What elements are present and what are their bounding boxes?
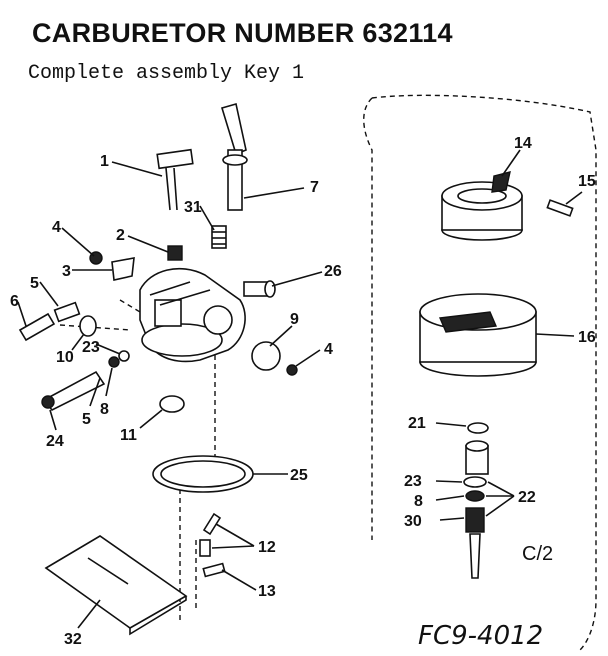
part-5-spring-upper xyxy=(53,301,81,323)
callout-14: 14 xyxy=(514,135,532,152)
page-code: C/2 xyxy=(522,543,553,565)
part-21-washer xyxy=(467,422,489,434)
part-22-inlet-seat-assembly xyxy=(463,440,489,533)
callout-16: 16 xyxy=(578,329,596,346)
callout-12: 12 xyxy=(258,539,276,556)
part-9-plate xyxy=(251,341,281,371)
part-4-screw-right xyxy=(286,364,298,376)
part-13-pin xyxy=(202,562,226,578)
callout-21: 21 xyxy=(408,415,426,432)
part-31-spring xyxy=(211,225,227,249)
page-title: CARBURETOR NUMBER 632114 xyxy=(32,18,453,48)
callout-5: 5 xyxy=(30,275,39,292)
page-subtitle: Complete assembly Key 1 xyxy=(28,62,305,85)
callout-5-lower: 5 xyxy=(82,411,91,428)
part-23-washer-left xyxy=(118,350,130,362)
callout-4-right: 4 xyxy=(324,341,333,358)
callout-23-left: 23 xyxy=(82,339,100,356)
part-32-instruction-booklet xyxy=(44,535,188,636)
part-11-plug xyxy=(159,395,185,413)
part-8-o-ring-left xyxy=(108,356,120,368)
part-30-inlet-needle xyxy=(469,533,481,579)
callout-30: 30 xyxy=(404,513,422,530)
callout-7: 7 xyxy=(310,179,319,196)
part-10-seal xyxy=(79,315,97,337)
part-6-idle-screw xyxy=(18,312,56,342)
part-carburetor-body xyxy=(139,267,246,363)
part-16-float xyxy=(419,293,537,377)
callout-22: 22 xyxy=(518,489,536,506)
part-12-clip xyxy=(199,539,211,557)
callout-10: 10 xyxy=(56,349,74,366)
leader-lines xyxy=(17,149,583,629)
callout-8-right: 8 xyxy=(414,493,423,510)
assembly-dashed-outline xyxy=(363,94,597,651)
part-26-fitting xyxy=(243,280,276,298)
callout-24: 24 xyxy=(46,433,64,450)
callout-32: 32 xyxy=(64,631,82,648)
part-2-screw xyxy=(167,245,183,261)
callout-8-left: 8 xyxy=(100,401,109,418)
part-7-choke-shaft xyxy=(220,102,248,211)
callout-23-right: 23 xyxy=(404,473,422,490)
part-24-needle xyxy=(41,370,106,412)
callout-11: 11 xyxy=(120,427,137,444)
callout-15: 15 xyxy=(578,173,596,190)
part-14-bowl-cover xyxy=(441,171,523,241)
callout-25: 25 xyxy=(290,467,308,484)
callout-3: 3 xyxy=(62,263,71,280)
callout-4: 4 xyxy=(52,219,61,236)
callout-31: 31 xyxy=(184,199,202,216)
figure-code: FC9-4012 xyxy=(418,621,543,651)
callout-26: 26 xyxy=(324,263,342,280)
part-15-hinge-pin xyxy=(546,199,574,217)
callout-2: 2 xyxy=(116,227,125,244)
part-1-throttle-shaft xyxy=(156,148,194,211)
part-12-pin xyxy=(202,512,222,536)
callout-1: 1 xyxy=(100,153,109,170)
callout-13: 13 xyxy=(258,583,276,600)
callout-9: 9 xyxy=(290,311,299,328)
callout-6: 6 xyxy=(10,293,19,310)
part-3-throttle-plate xyxy=(111,257,135,281)
